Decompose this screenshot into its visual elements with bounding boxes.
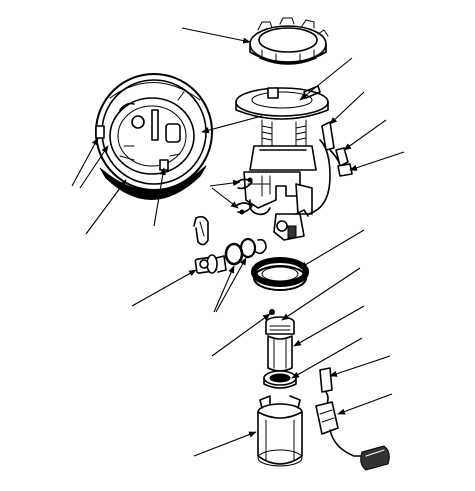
fuel-strainer [257,395,303,467]
leader-connector-lower [349,151,405,171]
leader-inset-pin-b [79,145,109,189]
leader-fuel-pump-clip-detail [211,313,271,357]
leader-hose-clip-b [211,187,239,209]
leader-gauge-connector [329,355,391,377]
fuel-line-clip [193,215,209,246]
leader-hose-clip-a [209,179,241,187]
leader-lock-ring [181,27,251,44]
base-gasket [251,257,309,291]
leader-connector-upper [329,91,365,125]
lock-ring [249,17,329,65]
leader-inset-holder [201,115,263,134]
leader-inset-pin-a [71,137,99,187]
fuel-gauge-connector [319,367,333,407]
fuel-level-sender [315,401,367,457]
fuel-pump-clip [269,309,275,315]
leader-lines [71,27,405,457]
leader-o-ring-a [213,265,235,313]
leader-pressure-regulator [131,269,197,307]
pump-holder-assembly [235,85,331,241]
pressure-regulator [194,254,227,274]
leader-rubber-mount [291,337,363,379]
fuel-pump-rubber-mount [263,370,297,389]
leader-inset-rim [85,179,127,235]
leader-pump-mount-cover [299,57,353,101]
connector-lower [335,147,353,177]
leader-fuel-pump [293,305,365,347]
leader-base-gasket [299,229,365,269]
leader-fuel-pump-clip [281,267,361,321]
float [360,445,390,471]
leader-o-ring-b [215,257,247,313]
leader-connector-mid [343,119,387,151]
cover-detail-inset [95,73,213,200]
leader-inset-center [153,167,166,227]
fuel-pump [265,316,295,372]
leader-fuel-strainer [193,431,257,457]
leader-level-sender [337,393,393,415]
o-rings [224,237,267,266]
